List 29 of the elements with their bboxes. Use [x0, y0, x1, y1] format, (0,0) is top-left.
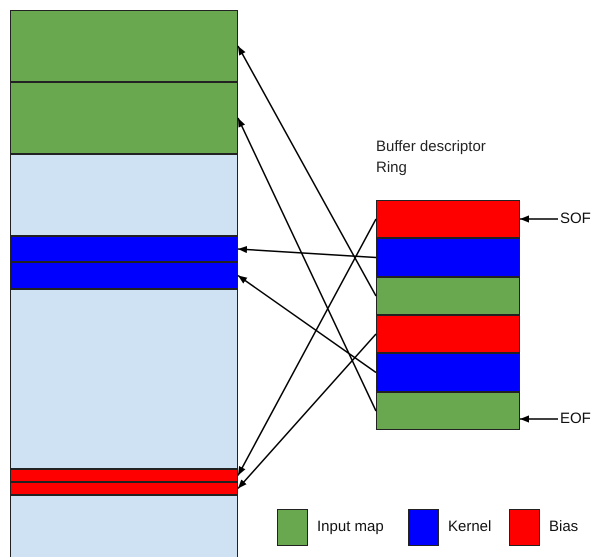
memory-block [10, 495, 238, 557]
arrow [237, 334, 377, 489]
memory-block [10, 154, 238, 236]
marker-text: SOF [560, 210, 591, 228]
buffer-descriptor [376, 200, 520, 238]
memory-block [10, 262, 238, 289]
memory-block [10, 10, 238, 82]
buffer-descriptor [376, 277, 520, 315]
legend-label: Kernel [448, 518, 492, 535]
memory-block [10, 82, 238, 154]
arrow [520, 415, 558, 423]
memory-block [10, 236, 238, 262]
buffer-descriptor [376, 353, 520, 392]
legend-label: Input map [317, 518, 384, 535]
arrow [238, 274, 376, 374]
buffer-descriptor [376, 238, 520, 277]
arrow [237, 46, 377, 296]
arrow [238, 246, 376, 258]
marker-text: EOF [560, 410, 591, 428]
legend-label: Bias [549, 518, 578, 535]
buffer-descriptor [376, 315, 520, 353]
buffer-descriptor [376, 392, 520, 430]
memory-block [10, 289, 238, 469]
arrow [237, 118, 377, 412]
memory-block [10, 469, 238, 482]
arrow [520, 215, 558, 223]
ring-title: Buffer descriptor Ring [376, 137, 487, 178]
arrow [237, 218, 377, 476]
memory-block [10, 482, 238, 495]
